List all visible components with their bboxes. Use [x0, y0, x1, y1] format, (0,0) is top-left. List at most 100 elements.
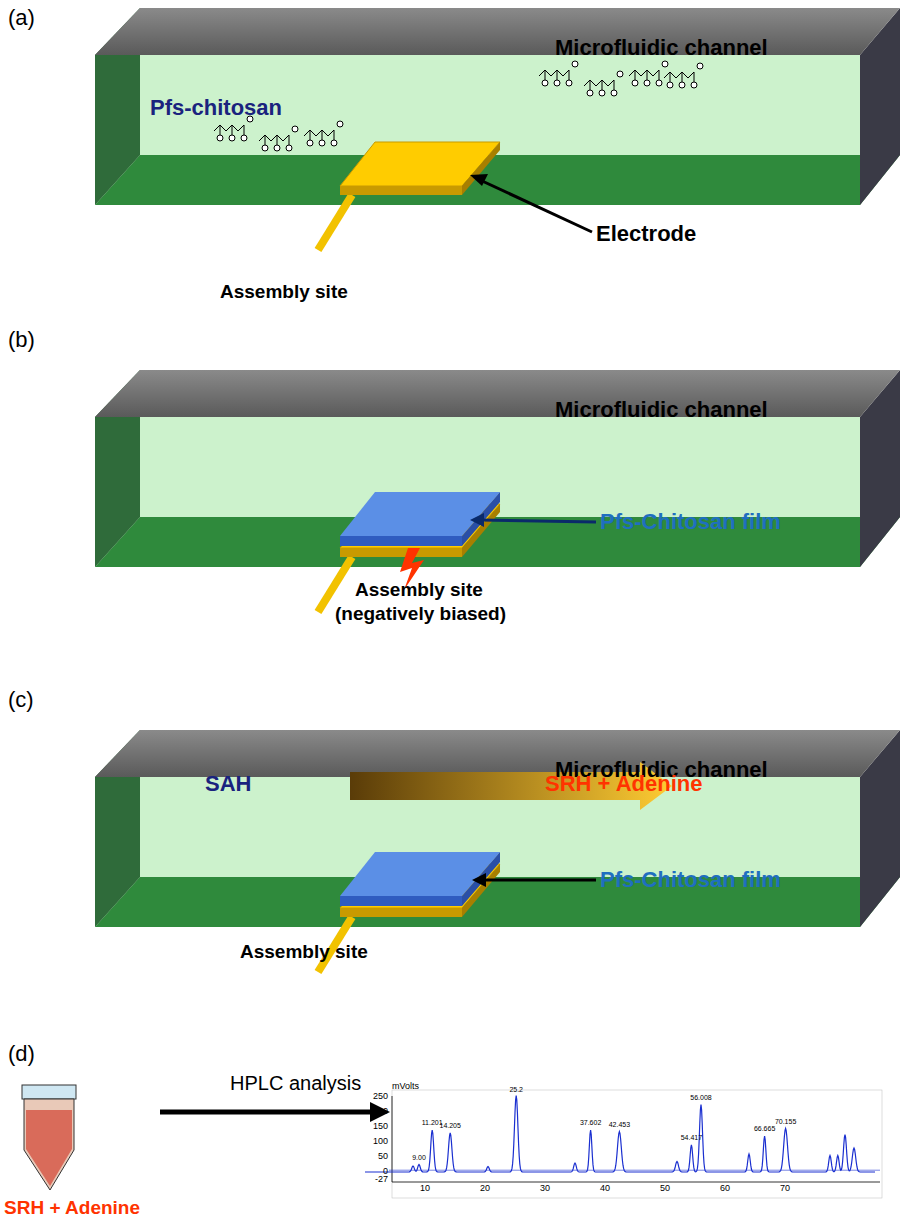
shape — [480, 180, 592, 232]
shape — [95, 8, 900, 55]
chart-label: 50 — [660, 1184, 670, 1194]
shape — [644, 80, 650, 86]
chart-label: 42.453 — [609, 1121, 630, 1129]
shape — [566, 80, 572, 86]
shape — [632, 80, 638, 86]
shape — [392, 1182, 880, 1183]
shape — [392, 1090, 882, 1198]
shape — [389, 1170, 880, 1171]
annotation: SAH — [205, 772, 251, 796]
shape — [95, 155, 900, 205]
shape — [590, 80, 591, 90]
chart-label: 10 — [420, 1184, 430, 1194]
shape — [274, 145, 280, 151]
shape — [554, 80, 560, 86]
annotation: Pfs-Chitosan film — [600, 510, 781, 534]
shape — [670, 72, 671, 82]
shape — [318, 195, 352, 250]
leader-arrow — [470, 174, 592, 232]
shape — [557, 70, 558, 80]
shape — [617, 71, 623, 77]
shape — [259, 135, 289, 141]
chart-label: 50 — [378, 1152, 388, 1162]
chart-label: 250 — [373, 1092, 388, 1102]
shape — [310, 130, 311, 140]
shape — [286, 145, 292, 151]
chitosan-molecules — [214, 61, 703, 151]
shape — [584, 80, 614, 86]
shape — [244, 125, 245, 135]
chart-label: 100 — [373, 1137, 388, 1147]
shape — [482, 879, 596, 882]
chromatogram-trace — [365, 1096, 875, 1173]
shape — [289, 135, 290, 145]
shape — [545, 70, 546, 80]
shape — [277, 135, 278, 145]
shape — [340, 908, 462, 917]
chart-label: 30 — [540, 1184, 550, 1194]
shape — [322, 130, 323, 140]
shape — [470, 174, 488, 186]
shape — [480, 520, 596, 522]
annotation: (negatively biased) — [335, 604, 506, 625]
process-arrow — [160, 1110, 372, 1115]
microfluidic-channel — [95, 730, 900, 972]
chromatogram — [365, 1090, 882, 1198]
annotation: HPLC analysis — [230, 1072, 361, 1094]
chart-label: 56.008 — [690, 1094, 711, 1102]
shape — [614, 80, 615, 90]
shape — [331, 140, 337, 146]
shape — [470, 513, 484, 527]
shape — [572, 61, 578, 67]
chart-label: 70 — [780, 1184, 790, 1194]
chart-label: 200 — [373, 1107, 388, 1117]
panel-letter: (a) — [8, 6, 35, 30]
shape — [542, 80, 548, 86]
chart-label: 20 — [480, 1184, 490, 1194]
shape — [340, 142, 500, 186]
shape — [599, 90, 605, 96]
shape — [662, 61, 668, 67]
chart-label: -27 — [375, 1175, 388, 1185]
sample-tube — [22, 1085, 76, 1190]
shape — [647, 70, 648, 80]
shape — [587, 90, 593, 96]
annotation: Pfs-chitosan — [150, 96, 282, 120]
shape — [392, 1096, 393, 1182]
annotation: Pfs-Chitosan film — [600, 868, 781, 892]
leader-arrow — [470, 513, 596, 527]
shape — [229, 135, 235, 141]
chart-label: 54.417 — [681, 1134, 702, 1142]
shape — [304, 130, 334, 136]
shape — [319, 140, 325, 146]
shape — [337, 121, 343, 127]
chart-label: 70.155 — [775, 1118, 796, 1126]
annotation: Assembly site — [220, 282, 348, 303]
shape — [682, 72, 683, 82]
annotation: Assembly site — [355, 580, 483, 601]
chart-label: 150 — [373, 1122, 388, 1132]
chart-label: 9.00 — [412, 1154, 426, 1162]
shape — [340, 186, 462, 195]
chart-label: mVolts — [392, 1082, 419, 1092]
shape — [292, 126, 298, 132]
shape — [569, 70, 570, 80]
shape — [679, 82, 685, 88]
shape — [539, 70, 569, 76]
shape — [697, 63, 703, 69]
chart-label: 14.205 — [439, 1122, 460, 1130]
shape — [340, 548, 462, 557]
chart-label: 37.602 — [580, 1119, 601, 1127]
chart-label: 60 — [720, 1184, 730, 1194]
shape — [95, 730, 900, 777]
chitosan-film — [340, 852, 500, 906]
panel-letter: (c) — [8, 688, 34, 712]
panel-letter: (b) — [8, 328, 35, 352]
shape — [694, 72, 695, 82]
chart-label: 25.2 — [509, 1086, 523, 1094]
shape — [340, 896, 462, 906]
shape — [656, 80, 662, 86]
shape — [217, 135, 223, 141]
shape — [220, 125, 221, 135]
chart-label: 40 — [600, 1184, 610, 1194]
